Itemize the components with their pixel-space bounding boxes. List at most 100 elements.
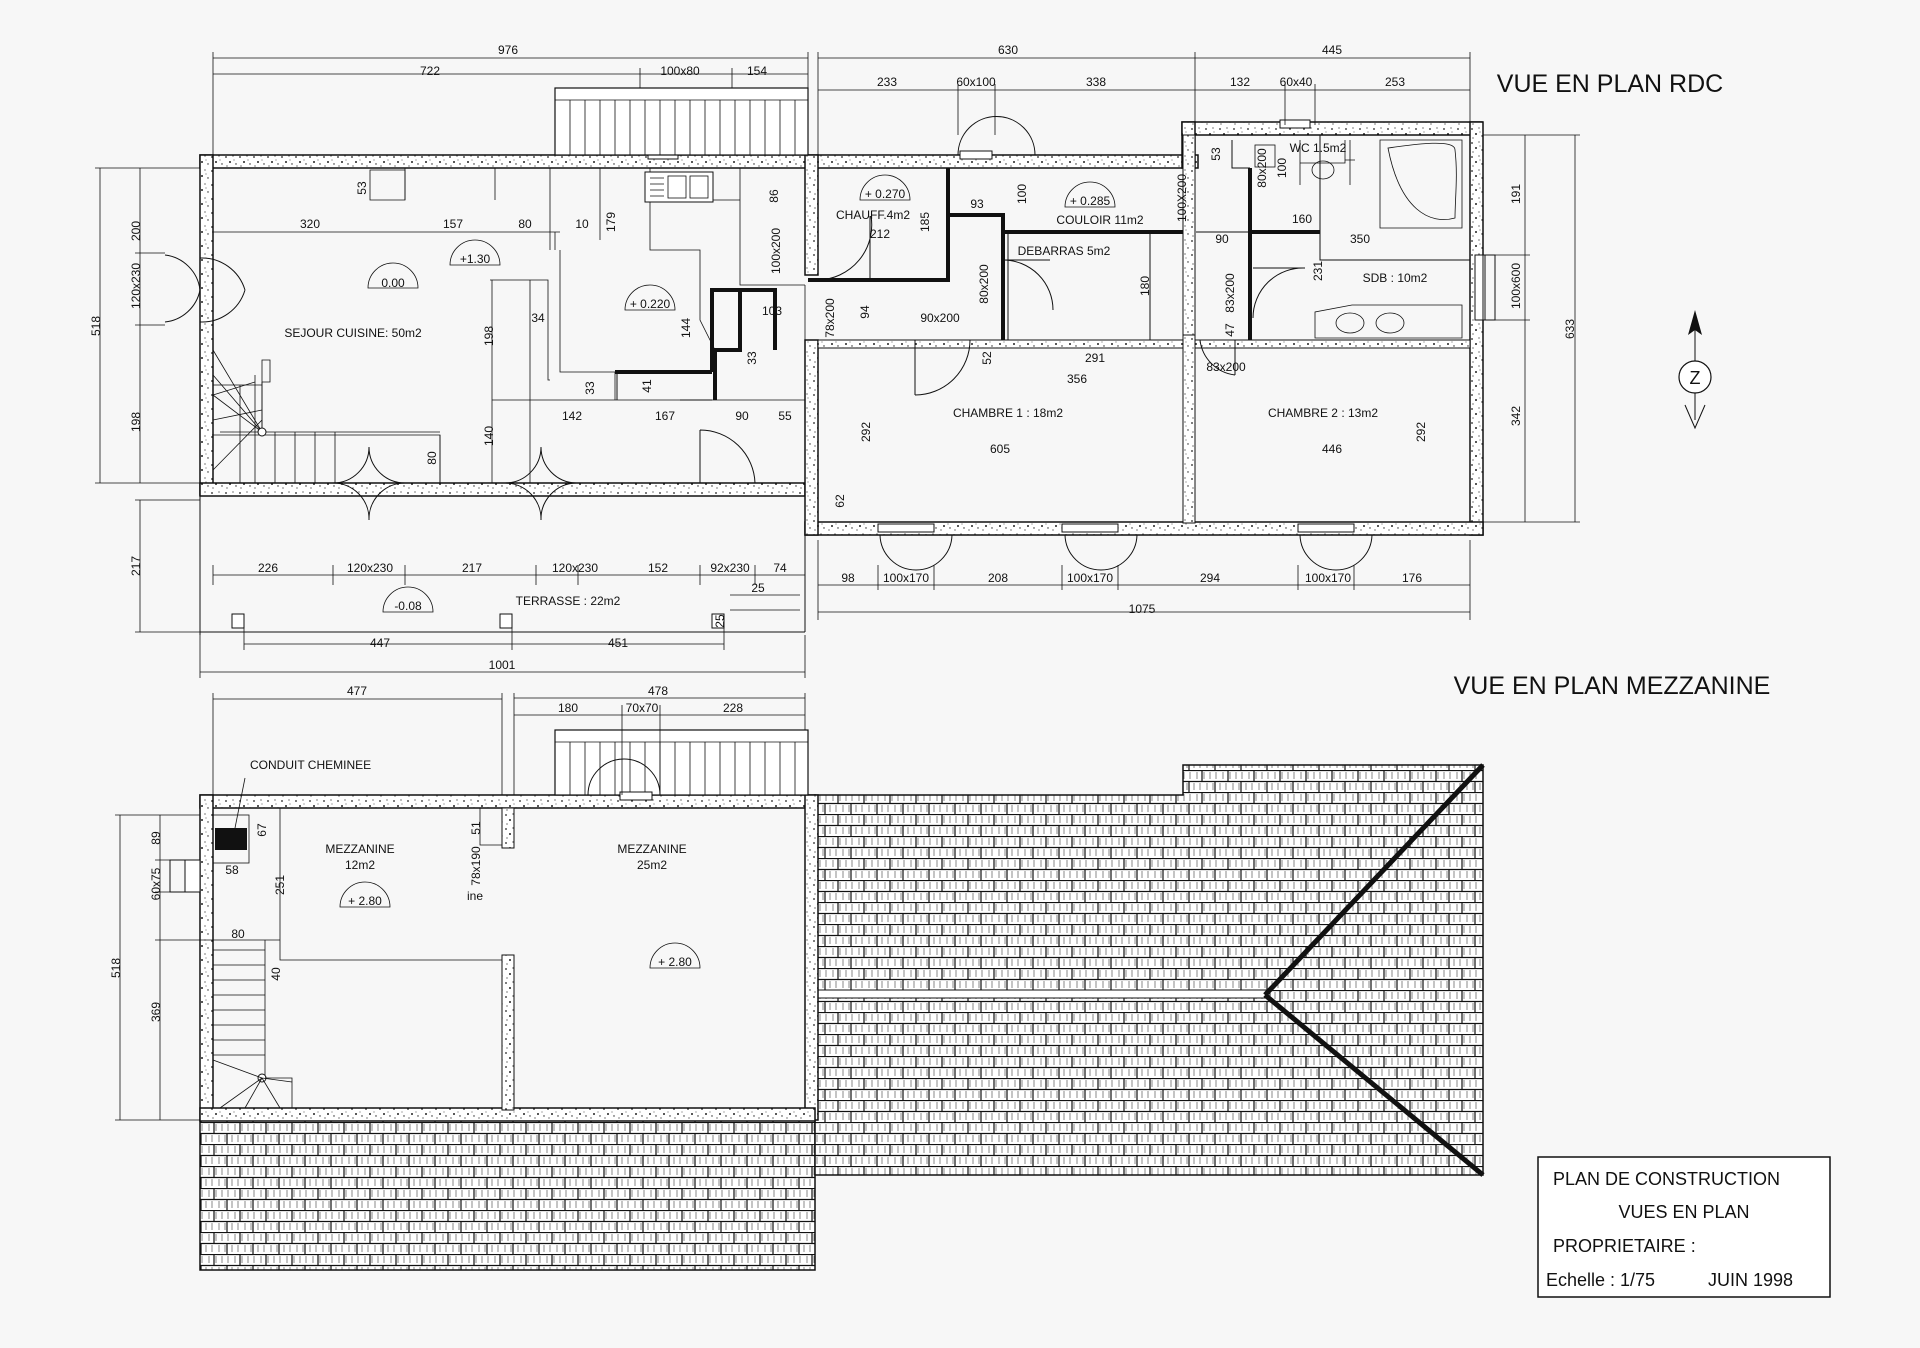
title-mezzanine: VUE EN PLAN MEZZANINE (1454, 672, 1771, 700)
ine-label: ine (467, 889, 483, 903)
dim-292a: 292 (859, 422, 873, 442)
room-terrasse: TERRASSE : 22m2 (516, 594, 621, 608)
dim-100: 100 (1015, 184, 1029, 204)
dim-140: 140 (482, 426, 496, 446)
dim-630: 630 (998, 43, 1018, 57)
dim-198: 198 (129, 412, 143, 432)
dim-154: 154 (747, 64, 767, 78)
room-chambre1: CHAMBRE 1 : 18m2 (953, 406, 1063, 420)
rdc-walls (199, 121, 1484, 635)
titleblock-line2: VUES EN PLAN (1618, 1202, 1749, 1222)
level-sejour: 0.00 (381, 276, 405, 290)
dim-338: 338 (1086, 75, 1106, 89)
room-wc: WC 1.5m2 (1290, 141, 1347, 155)
dim-180-mez: 180 (558, 701, 578, 715)
dim-447: 447 (370, 636, 390, 650)
dim-446: 446 (1322, 442, 1342, 456)
rdc-side-dimensions: 518 200 120x230 198 191 100x600 342 633 (89, 134, 1580, 523)
dim-518: 518 (89, 316, 103, 336)
dim-83x200a: 83x200 (1206, 360, 1246, 374)
dim-291: 291 (1085, 351, 1105, 365)
dim-157: 157 (443, 217, 463, 231)
dim-74: 74 (773, 561, 787, 575)
dim-180: 180 (1138, 276, 1152, 296)
mez-stairs (212, 940, 293, 1109)
dim-633: 633 (1563, 319, 1577, 339)
dim-80-mez: 80 (231, 927, 245, 941)
dim-142: 142 (562, 409, 582, 423)
title-block: PLAN DE CONSTRUCTION VUES EN PLAN PROPRI… (1537, 1156, 1831, 1298)
dim-90x200: 90x200 (920, 311, 960, 325)
dim-350: 350 (1350, 232, 1370, 246)
rdc-inner-dimensions: 53 320 157 80 10 179 86 100x200 212 185 … (300, 147, 1428, 508)
mez-walls (199, 794, 819, 1122)
titleblock-date: JUIN 1998 (1708, 1270, 1793, 1290)
dim-100b: 100 (1275, 158, 1289, 178)
sejour-lines (212, 168, 806, 483)
mez2-area: 25m2 (637, 858, 667, 872)
dim-100x170a: 100x170 (883, 571, 929, 585)
terrace-posts (231, 613, 725, 629)
chimney-conduit: CONDUIT CHEMINEE (169, 758, 371, 893)
bathroom-fixtures (1254, 139, 1463, 339)
dim-320: 320 (300, 217, 320, 231)
dim-80: 80 (518, 217, 532, 231)
dim-67: 67 (255, 823, 269, 837)
level-markers-mez: + 2.80 + 2.80 (339, 881, 701, 969)
dim-100x80: 100x80 (660, 64, 700, 78)
dim-212: 212 (870, 227, 890, 241)
dim-58: 58 (225, 863, 239, 877)
dim-976: 976 (498, 43, 518, 57)
dim-41: 41 (640, 379, 654, 393)
dim-200: 200 (129, 221, 143, 241)
dim-179: 179 (604, 212, 618, 232)
mez-dimensions: 477 478 180 70x70 228 518 89 60x75 369 6… (109, 684, 806, 1121)
dim-152: 152 (648, 561, 668, 575)
dim-342: 342 (1509, 406, 1523, 426)
dim-100x170c: 100x170 (1305, 571, 1351, 585)
dim-445: 445 (1322, 43, 1342, 57)
dim-144: 144 (679, 318, 693, 338)
roof-tiles (199, 763, 1485, 1271)
dim-78x190: 78x190 (469, 846, 483, 886)
dim-217v: 217 (129, 556, 143, 576)
level-couloir: + 0.285 (1070, 194, 1111, 208)
dim-60x100: 60x100 (956, 75, 996, 89)
level-terrasse: -0.08 (394, 599, 422, 613)
dim-34: 34 (531, 311, 545, 325)
kitchen-sink (644, 171, 714, 203)
dim-92x230: 92x230 (710, 561, 750, 575)
dim-132: 132 (1230, 75, 1250, 89)
dim-47: 47 (1223, 323, 1237, 337)
room-sdb: SDB : 10m2 (1363, 271, 1428, 285)
dim-89: 89 (149, 831, 163, 845)
room-chambre2: CHAMBRE 2 : 13m2 (1268, 406, 1378, 420)
rdc-partitions (615, 135, 1470, 401)
dim-208: 208 (988, 571, 1008, 585)
dim-233: 233 (877, 75, 897, 89)
mez2-name: MEZZANINE (617, 842, 686, 856)
dim-100x600: 100x600 (1509, 263, 1523, 309)
dim-185: 185 (918, 212, 932, 232)
dim-53b: 53 (1209, 147, 1223, 161)
dim-722: 722 (420, 64, 440, 78)
dim-605: 605 (990, 442, 1010, 456)
dim-70x70: 70x70 (626, 701, 659, 715)
dim-176: 176 (1402, 571, 1422, 585)
dim-60x40: 60x40 (1280, 75, 1313, 89)
dim-191: 191 (1509, 184, 1523, 204)
dim-78x200: 78x200 (823, 298, 837, 338)
dim-100x200a: 100x200 (769, 228, 783, 274)
dim-103: 103 (762, 304, 782, 318)
title-rdc: VUE EN PLAN RDC (1497, 70, 1723, 98)
rdc-top-railing (554, 87, 809, 156)
rdc-stairs (212, 349, 440, 483)
dim-120x230b: 120x230 (552, 561, 598, 575)
dim-51: 51 (469, 821, 483, 835)
dim-53: 53 (355, 181, 369, 195)
dim-52: 52 (980, 351, 994, 365)
dim-217: 217 (462, 561, 482, 575)
dim-451: 451 (608, 636, 628, 650)
